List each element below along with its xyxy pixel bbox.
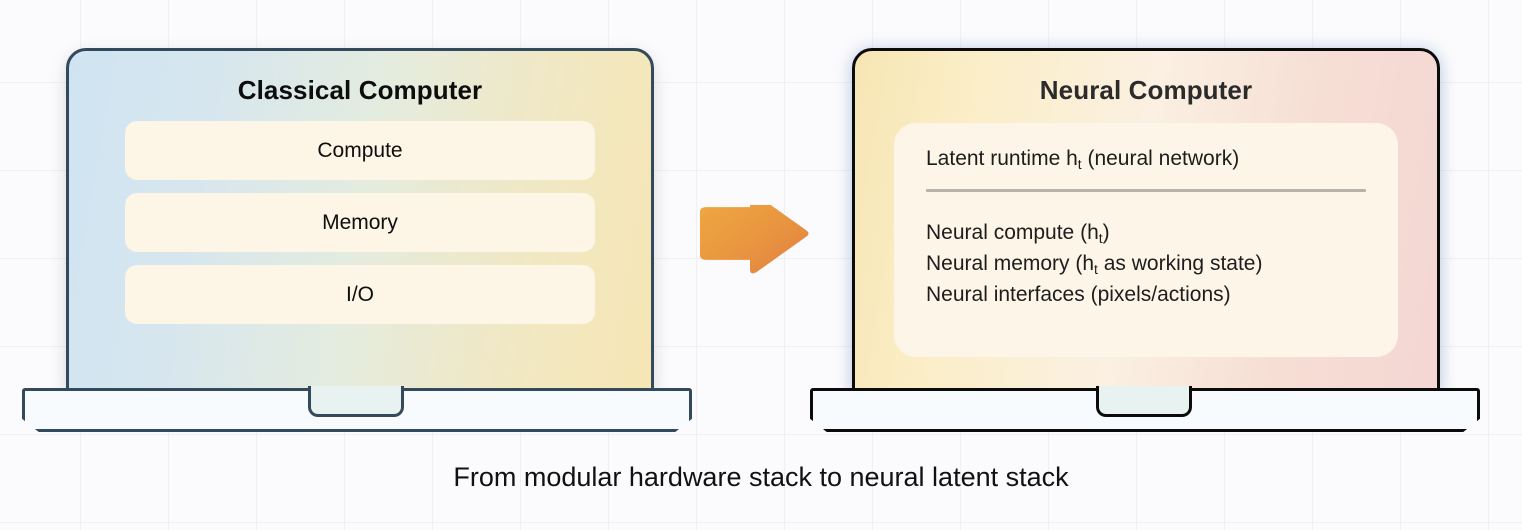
diagram-caption: From modular hardware stack to neural la…: [453, 462, 1069, 492]
neural-item-sub: t: [1094, 260, 1098, 277]
stack-row-memory: Memory: [125, 193, 595, 252]
neural-item-post: as working state): [1097, 252, 1263, 275]
classical-laptop-notch: [308, 386, 404, 417]
classical-screen: Classical Computer Compute Memory I/O: [66, 48, 654, 392]
stack-row-label: Compute: [317, 138, 403, 162]
neural-item-list: Neural compute (ht) Neural memory (ht as…: [926, 218, 1366, 311]
neural-title: Neural Computer: [1039, 75, 1253, 105]
neural-item-sub: t: [1098, 229, 1103, 246]
neural-divider: [926, 189, 1366, 192]
classical-stack: Compute Memory I/O: [125, 121, 595, 324]
neural-item-pre: Neural interfaces (pixels/actions): [926, 283, 1231, 306]
neural-item-compute: Neural compute (ht): [926, 218, 1366, 249]
neural-panel: Latent runtime ht (neural network) Neura…: [894, 123, 1398, 357]
stack-row-label: Memory: [322, 210, 398, 234]
stack-row-io: I/O: [125, 265, 595, 324]
neural-item-post: ): [1102, 221, 1110, 244]
neural-screen: Neural Computer Latent runtime ht (neura…: [852, 48, 1440, 392]
neural-heading-sub: t: [1077, 155, 1082, 172]
neural-laptop-notch: [1096, 386, 1192, 417]
right-arrow-icon: [694, 193, 814, 277]
neural-item-interfaces: Neural interfaces (pixels/actions): [926, 280, 1366, 311]
stack-row-compute: Compute: [125, 121, 595, 180]
neural-item-pre: Neural memory (h: [926, 252, 1095, 275]
neural-item-pre: Neural compute (h: [926, 221, 1099, 244]
stack-row-label: I/O: [345, 282, 374, 306]
neural-heading: Latent runtime ht (neural network): [926, 147, 1366, 172]
classical-title: Classical Computer: [237, 75, 483, 105]
neural-heading-pre: Latent runtime h: [926, 147, 1078, 170]
neural-item-memory: Neural memory (ht as working state): [926, 249, 1366, 280]
neural-heading-post: (neural network): [1081, 147, 1240, 170]
